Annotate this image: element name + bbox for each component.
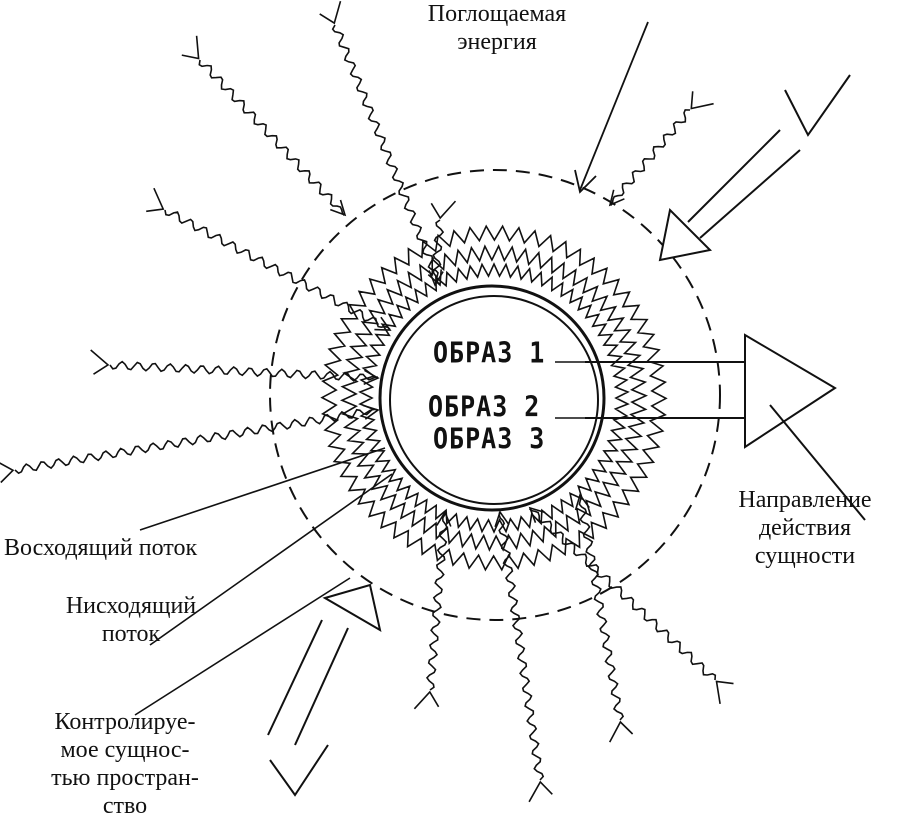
energy-wave-arrowhead-10 xyxy=(574,493,590,511)
energy-wave-2 xyxy=(331,24,441,286)
energy-wave-arrowhead-11 xyxy=(428,270,444,287)
energy-wave-tail-10 xyxy=(608,720,634,743)
controlled-space-label: Контролируе- мое сущнос- тью простран- с… xyxy=(20,680,230,820)
energy-wave-8 xyxy=(498,511,545,781)
energy-wave-arrowhead-5 xyxy=(363,369,380,386)
energy-wave-tail-8 xyxy=(528,780,553,803)
energy-wave-tail-3 xyxy=(690,91,714,110)
ascending-flow-label: Восходящий поток xyxy=(4,534,197,562)
label-leader-lines xyxy=(134,447,393,716)
energy-wave-11 xyxy=(432,219,445,286)
ascending-flow-ring xyxy=(339,244,649,552)
image-3-text: ОБРАЗ 3 xyxy=(433,421,546,456)
energy-wave-tail-7 xyxy=(413,690,440,710)
image-2-text: ОБРАЗ 2 xyxy=(428,389,541,424)
image-3-label: ОБРАЗ 3 xyxy=(433,422,545,455)
ascending-flow-text: Восходящий поток xyxy=(4,535,198,561)
image-1-text: ОБРАЗ 1 xyxy=(433,335,546,370)
descending-flow-text: Нисходящий поток xyxy=(65,593,197,647)
image-2-label: ОБРАЗ 2 xyxy=(428,390,540,423)
absorbed-energy-label: Поглощаемая энергия xyxy=(392,0,602,56)
energy-wave-1 xyxy=(198,59,346,217)
inner-core-inner-ring xyxy=(389,295,599,505)
double-energy-arrow-lower-left xyxy=(267,583,382,797)
energy-wave-5 xyxy=(109,360,378,382)
energy-wave-arrowhead-7 xyxy=(436,510,452,527)
descending-flow-ring xyxy=(358,262,630,534)
controlled-space-text: Контролируе- мое сущнос- тью простран- с… xyxy=(51,709,199,819)
action-direction-arrow xyxy=(585,333,866,521)
image-1-label: ОБРАЗ 1 xyxy=(433,336,545,369)
energy-wave-3 xyxy=(609,109,691,206)
energy-wave-6 xyxy=(14,408,379,475)
energy-wave-arrowhead-1 xyxy=(330,199,347,217)
action-direction-text: Направление действия сущности xyxy=(738,487,872,569)
inner-core-outer-ring xyxy=(378,284,606,512)
energy-wave-tail-5 xyxy=(90,349,110,375)
descending-flow-label: Нисходящий поток xyxy=(36,592,226,648)
energy-wave-arrowhead-6 xyxy=(362,404,380,420)
energy-wave-tail-9 xyxy=(715,680,734,705)
energy-wave-tail-11 xyxy=(430,200,457,220)
energy-wave-arrowhead-4 xyxy=(374,316,392,331)
energy-wave-arrowhead-3 xyxy=(608,189,625,207)
action-direction-label: Направление действия сущности xyxy=(720,486,890,570)
energy-wave-9 xyxy=(528,508,717,681)
energy-wave-10 xyxy=(578,494,625,721)
energy-wave-tail-2 xyxy=(319,0,342,25)
absorbed-energy-waves xyxy=(0,0,734,803)
double-energy-arrow-upper-right xyxy=(658,74,851,262)
energy-wave-arrowhead-9 xyxy=(528,506,546,523)
energy-wave-tail-4 xyxy=(146,187,165,213)
straight-energy-arrow-top xyxy=(574,21,649,194)
energy-wave-arrowhead-8 xyxy=(494,510,510,528)
image-lines xyxy=(555,361,590,419)
energy-wave-tail-1 xyxy=(181,35,200,60)
outer-zigzag-ring xyxy=(320,224,668,572)
energy-wave-4 xyxy=(164,209,391,331)
controlled-space-boundary xyxy=(269,169,721,621)
energy-wave-tail-6 xyxy=(0,462,15,484)
energy-wave-7 xyxy=(425,511,448,691)
absorbed-energy-text: Поглощаемая энергия xyxy=(427,1,567,55)
